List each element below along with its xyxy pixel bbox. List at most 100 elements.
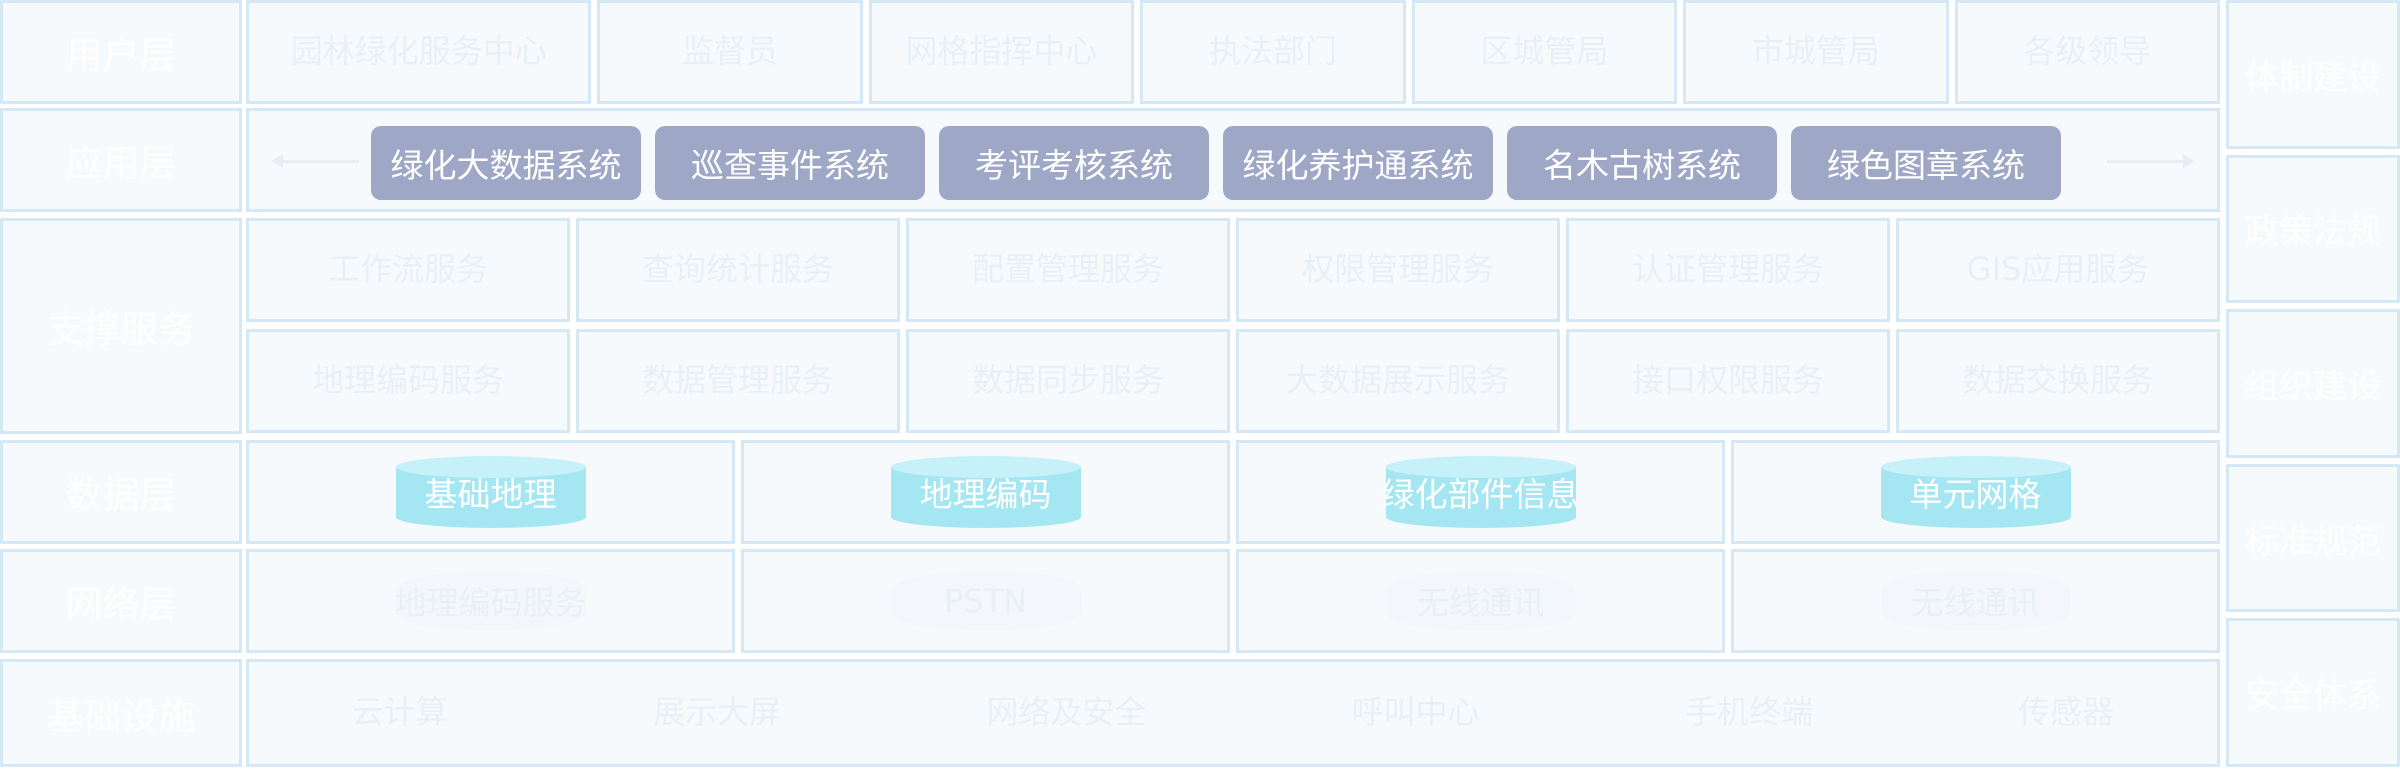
service-item-text: 接口权限服务 bbox=[1631, 361, 1824, 400]
layer-label-user: 用户层 bbox=[0, 0, 242, 104]
service-item-text: 查询统计服务 bbox=[641, 250, 834, 289]
user-item-text: 网格指挥中心 bbox=[905, 32, 1098, 71]
service-item-text: 配置管理服务 bbox=[971, 250, 1164, 289]
layer-label-support-text: 支撑服务 bbox=[47, 308, 195, 351]
infra-item: 传感器 bbox=[2018, 693, 2115, 732]
service-item-text: 数据同步服务 bbox=[971, 361, 1164, 400]
side-panel-column: 体制建设 政策法规 组织建设 标准规范 安全体系 bbox=[2226, 0, 2400, 767]
side-panel-text: 安全体系 bbox=[2245, 676, 2381, 717]
arrow-right-icon bbox=[2107, 154, 2195, 168]
service-item: 配置管理服务 bbox=[906, 218, 1230, 322]
side-panel-text: 体制建设 bbox=[2245, 57, 2381, 98]
system-button[interactable]: 巡查事件系统 bbox=[655, 126, 925, 200]
side-panel: 政策法规 bbox=[2226, 154, 2400, 304]
user-item-text: 执法部门 bbox=[1208, 32, 1337, 71]
network-item-text: 地理编码服务 bbox=[394, 584, 587, 622]
data-item: 绿化部件信息 bbox=[1236, 440, 1725, 544]
user-item: 执法部门 bbox=[1140, 0, 1406, 104]
side-panel-text: 标准规范 bbox=[2245, 521, 2381, 562]
network-item-text: 无线通讯 bbox=[1911, 584, 2040, 622]
service-item: 地理编码服务 bbox=[246, 329, 570, 433]
user-item-text: 园林绿化服务中心 bbox=[290, 32, 547, 71]
side-panel: 安全体系 bbox=[2226, 618, 2400, 767]
system-button[interactable]: 绿化养护通系统 bbox=[1223, 126, 1493, 200]
infra-item: 手机终端 bbox=[1684, 693, 1813, 732]
data-layer-row: 基础地理 地理编码 绿化部件信息 单元网格 bbox=[246, 440, 2220, 544]
service-item: 工作流服务 bbox=[246, 218, 570, 322]
network-item-text: 无线通讯 bbox=[1416, 584, 1545, 622]
application-layer-panel: 绿化大数据系统 巡查事件系统 考评考核系统 绿化养护通系统 名木古树系统 绿色图… bbox=[246, 108, 2220, 212]
network-item-text: PSTN bbox=[943, 582, 1028, 620]
system-button[interactable]: 绿化大数据系统 bbox=[371, 126, 641, 200]
network-item: 无线通讯 bbox=[1236, 549, 1725, 653]
service-item: 查询统计服务 bbox=[576, 218, 900, 322]
service-item-text: 认证管理服务 bbox=[1631, 250, 1824, 289]
service-item: 权限管理服务 bbox=[1236, 218, 1560, 322]
layer-label-network: 网络层 bbox=[0, 549, 242, 653]
data-item-label: 地理编码 bbox=[919, 475, 1052, 514]
user-item: 网格指挥中心 bbox=[868, 0, 1135, 104]
system-button[interactable]: 名木古树系统 bbox=[1507, 126, 1777, 200]
service-item: 数据管理服务 bbox=[576, 329, 900, 433]
infra-item: 展示大屏 bbox=[652, 693, 781, 732]
side-panel-text: 组织建设 bbox=[2245, 366, 2381, 407]
system-button[interactable]: 绿色图章系统 bbox=[1791, 126, 2061, 200]
network-item: 无线通讯 bbox=[1731, 549, 2220, 653]
data-item: 单元网格 bbox=[1731, 440, 2220, 544]
database-icon: 地理编码 bbox=[890, 456, 1081, 528]
user-item: 园林绿化服务中心 bbox=[246, 0, 592, 104]
network-cylinder-icon bbox=[395, 571, 586, 631]
data-item-label: 基础地理 bbox=[424, 475, 557, 514]
layer-label-network-text: 网络层 bbox=[65, 583, 177, 626]
layer-label-support: 支撑服务 bbox=[0, 218, 242, 434]
service-item-text: 数据管理服务 bbox=[641, 361, 834, 400]
system-button[interactable]: 考评考核系统 bbox=[939, 126, 1209, 200]
user-item: 区城管局 bbox=[1411, 0, 1678, 104]
infrastructure-panel: 云计算 展示大屏 网络及安全 呼叫中心 手机终端 传感器 bbox=[246, 659, 2220, 767]
service-item-text: 权限管理服务 bbox=[1301, 250, 1494, 289]
service-item: 大数据展示服务 bbox=[1236, 329, 1560, 433]
layer-label-data-text: 数据层 bbox=[65, 474, 177, 517]
layer-label-infrastructure-text: 基础设施 bbox=[47, 695, 195, 738]
service-item: 接口权限服务 bbox=[1566, 329, 1890, 433]
network-item: 地理编码服务 bbox=[246, 549, 735, 653]
layer-label-user-text: 用户层 bbox=[65, 34, 177, 77]
support-services-row-1: 工作流服务 查询统计服务 配置管理服务 权限管理服务 认证管理服务 GIS应用服… bbox=[246, 218, 2220, 322]
side-panel: 标准规范 bbox=[2226, 463, 2400, 613]
database-icon: 基础地理 bbox=[395, 456, 586, 528]
side-panel: 组织建设 bbox=[2226, 309, 2400, 458]
layer-label-application: 应用层 bbox=[0, 108, 242, 212]
service-item-text: GIS应用服务 bbox=[1966, 250, 2150, 289]
service-item: 认证管理服务 bbox=[1566, 218, 1890, 322]
database-icon: 绿化部件信息 bbox=[1382, 456, 1580, 528]
service-item: GIS应用服务 bbox=[1896, 218, 2220, 322]
infra-item: 云计算 bbox=[351, 693, 448, 732]
user-item-text: 区城管局 bbox=[1480, 32, 1609, 71]
network-cylinder-icon bbox=[890, 571, 1081, 631]
user-item: 市城管局 bbox=[1683, 0, 1949, 104]
service-item: 数据交换服务 bbox=[1896, 329, 2220, 433]
user-item-text: 各级领导 bbox=[2023, 32, 2152, 71]
data-item-label: 单元网格 bbox=[1909, 475, 2042, 514]
data-item: 地理编码 bbox=[741, 440, 1230, 544]
support-services-row-2: 地理编码服务 数据管理服务 数据同步服务 大数据展示服务 接口权限服务 数据交换… bbox=[246, 329, 2220, 433]
layer-label-data: 数据层 bbox=[0, 440, 242, 544]
network-cylinder-icon bbox=[1880, 571, 2071, 631]
layer-label-application-text: 应用层 bbox=[65, 142, 177, 185]
user-layer-row: 园林绿化服务中心 监督员 网格指挥中心 执法部门 区城管局 市城管局 各级领导 bbox=[246, 0, 2220, 104]
user-item: 各级领导 bbox=[1954, 0, 2220, 104]
side-panel-text: 政策法规 bbox=[2245, 212, 2381, 253]
data-item-label: 绿化部件信息 bbox=[1381, 475, 1580, 514]
service-item-text: 大数据展示服务 bbox=[1285, 361, 1510, 400]
user-item: 监督员 bbox=[597, 0, 863, 104]
infra-item: 呼叫中心 bbox=[1351, 693, 1480, 732]
system-button-group: 绿化大数据系统 巡查事件系统 考评考核系统 绿化养护通系统 名木古树系统 绿色图… bbox=[371, 126, 2061, 200]
network-layer-row: 地理编码服务 PSTN 无线通讯 无线通讯 bbox=[246, 549, 2220, 653]
database-icon: 单元网格 bbox=[1880, 456, 2071, 528]
service-item-text: 地理编码服务 bbox=[311, 361, 504, 400]
layer-label-infrastructure: 基础设施 bbox=[0, 659, 242, 767]
network-item: PSTN bbox=[741, 549, 1230, 653]
user-item-text: 市城管局 bbox=[1751, 32, 1880, 71]
service-item-text: 工作流服务 bbox=[327, 250, 488, 289]
service-item-text: 数据交换服务 bbox=[1961, 361, 2154, 400]
